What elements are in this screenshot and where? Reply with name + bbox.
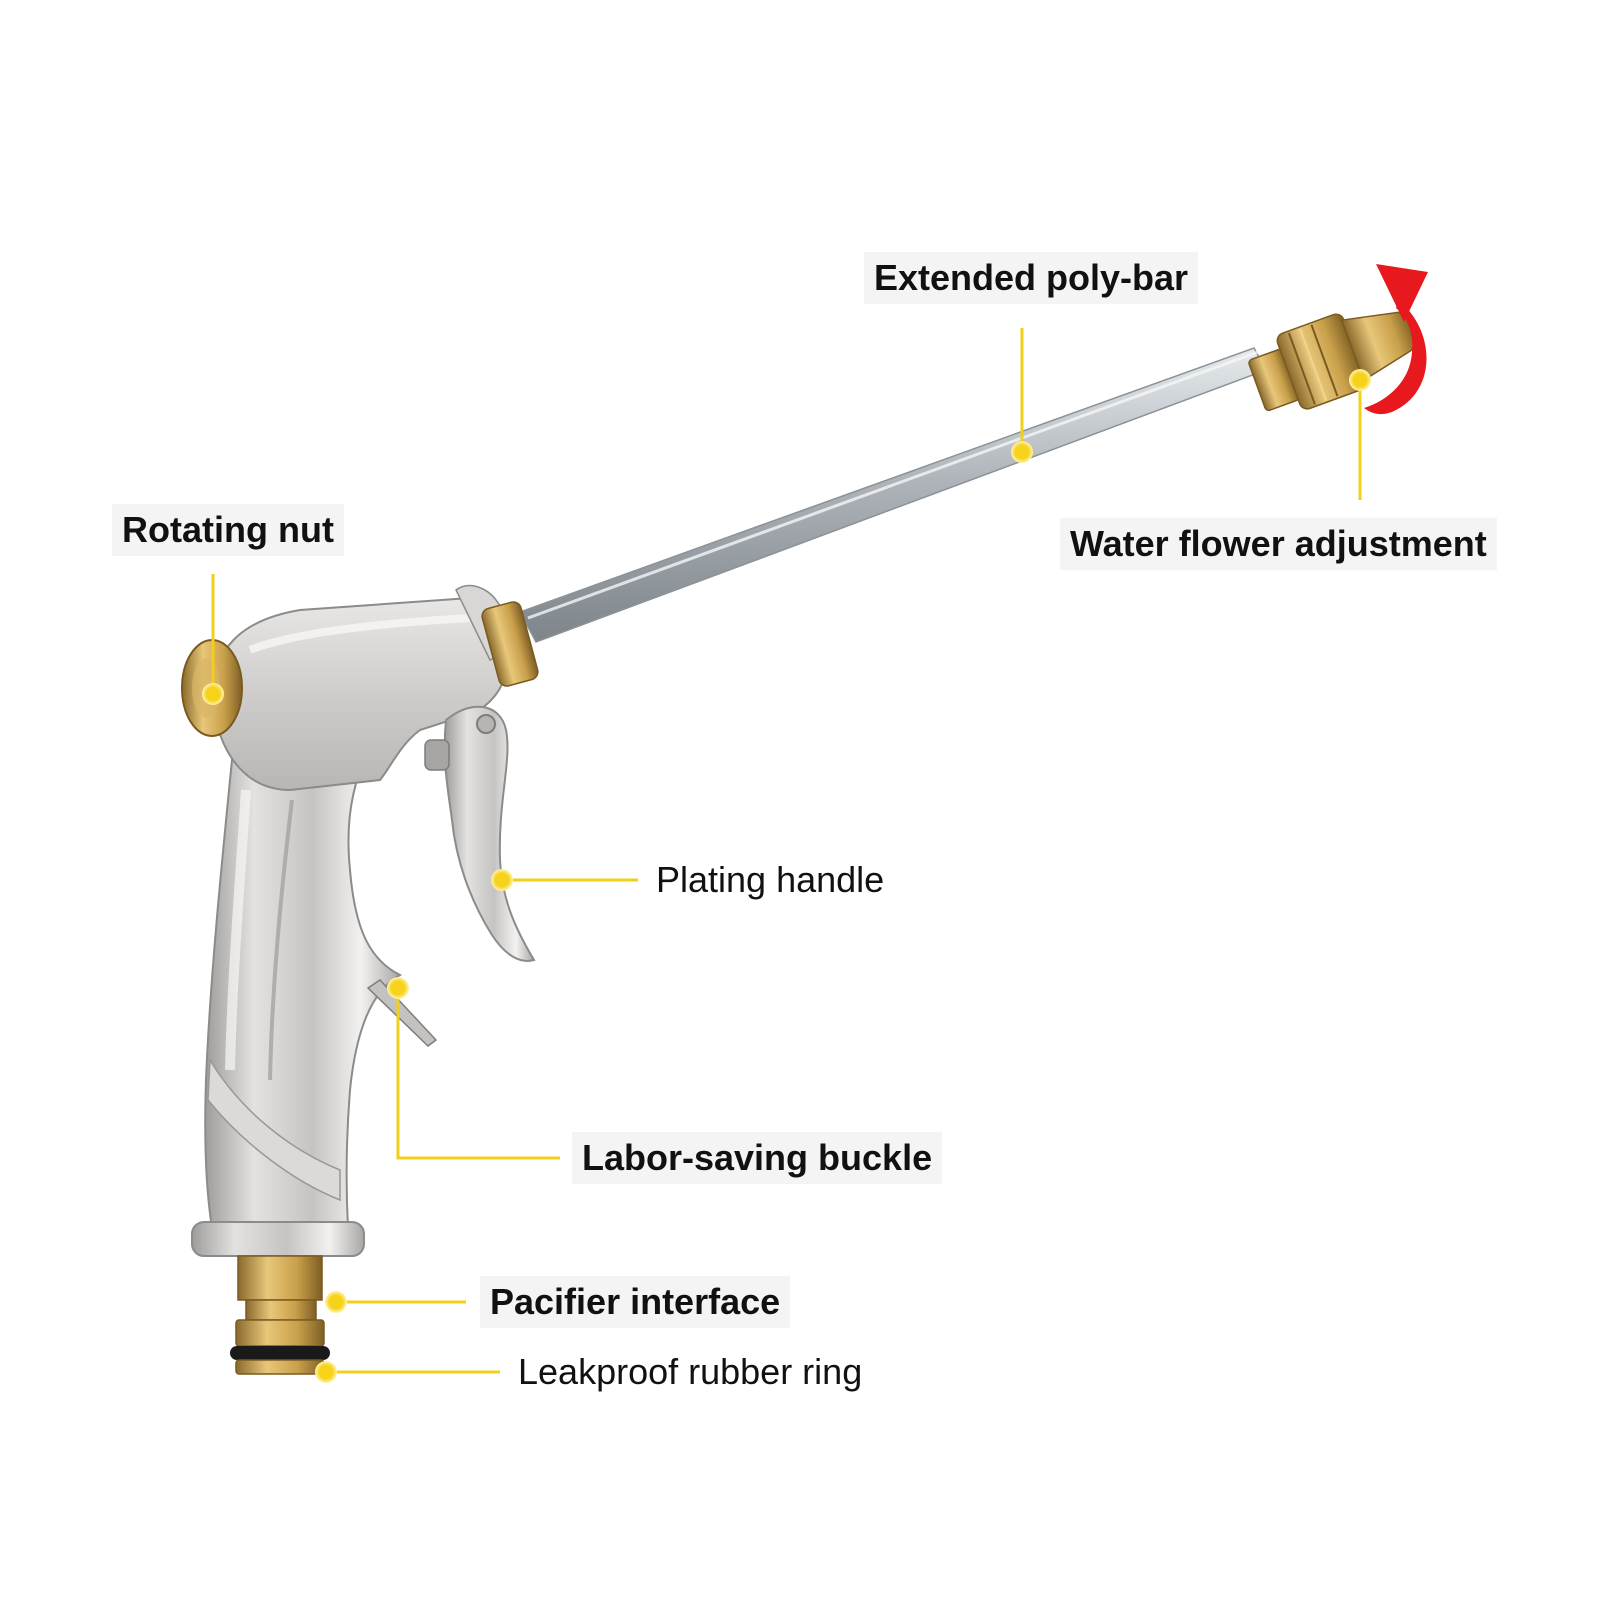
labor-saving-buckle-clip (366, 979, 438, 1047)
label-water-flower-adjustment: Water flower adjustment (1060, 518, 1497, 570)
label-pacifier-interface: Pacifier interface (480, 1276, 791, 1328)
label-plating-handle: Plating handle (656, 859, 885, 900)
leakproof-rubber-ring-band (230, 1346, 330, 1360)
dot-rotating-nut (202, 683, 224, 705)
label-leakproof-rubber-ring: Leakproof rubber ring (518, 1351, 863, 1392)
dot-pacifier-interface (325, 1291, 347, 1313)
dot-plating-handle (491, 869, 513, 891)
dot-extended-poly-bar (1011, 441, 1033, 463)
extended-poly-bar-rod (518, 347, 1268, 643)
label-rotating-nut: Rotating nut (112, 504, 344, 556)
rotation-arrow-icon (1364, 264, 1428, 415)
callout-dots (202, 369, 1371, 1383)
dot-labor-saving-buckle (387, 977, 409, 999)
label-labor-saving-buckle: Labor-saving buckle (572, 1132, 943, 1184)
plating-handle-trigger (424, 705, 536, 962)
label-extended-poly-bar: Extended poly-bar (864, 252, 1199, 304)
dot-water-flower (1349, 369, 1371, 391)
pacifier-interface-connector (230, 1255, 330, 1375)
dot-leakproof-ring (315, 1361, 337, 1383)
leader-lines (211, 328, 1362, 1374)
spray-gun-body (191, 585, 539, 1257)
